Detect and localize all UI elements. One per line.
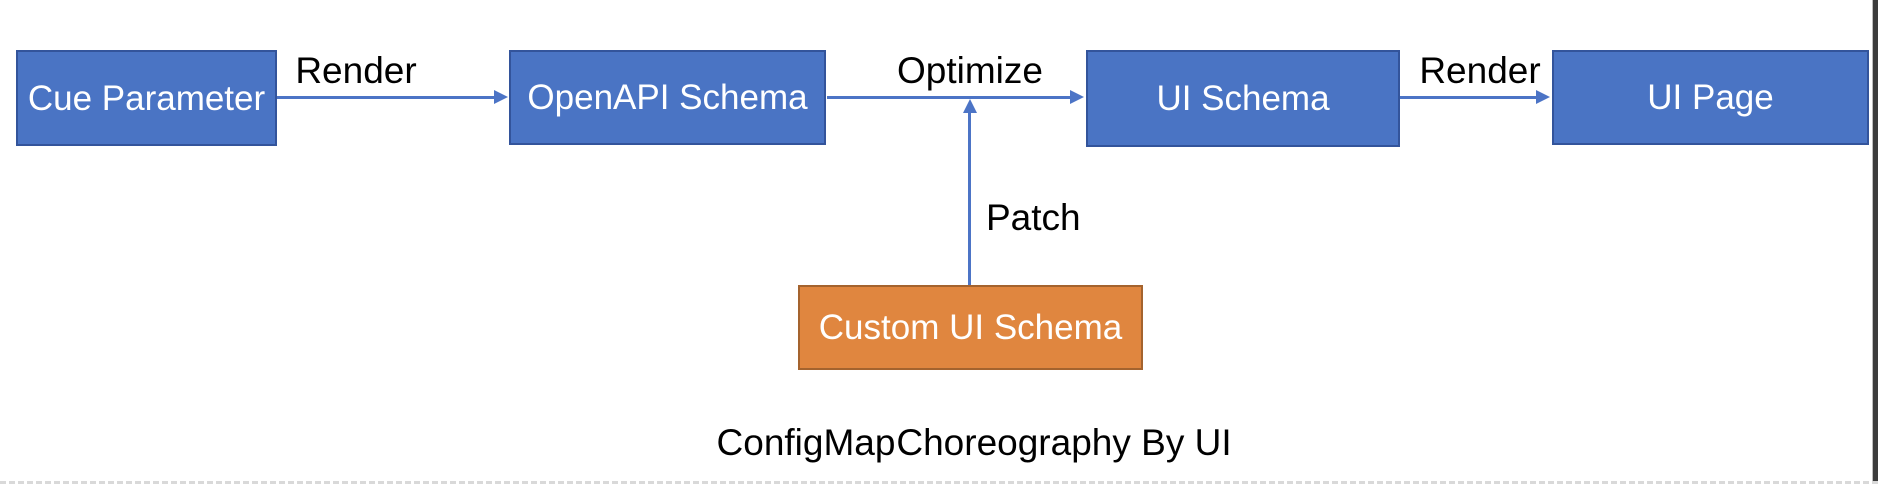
arrow-optimize-label: Optimize [897,50,1043,91]
arrow-render-1-arrowhead-icon [494,90,508,104]
arrow-optimize-arrowhead-icon [1070,90,1084,104]
node-ui-schema-label: UI Schema [1156,79,1330,118]
arrow-render-2-line [1400,96,1536,99]
slide-right-edge [1872,0,1878,484]
arrow-render-2-label: Render [1419,50,1541,91]
node-ui-schema: UI Schema [1086,50,1400,147]
arrow-render-2-arrowhead-icon [1536,90,1550,104]
node-cue-parameter: Cue Parameter [16,50,277,146]
arrow-render-1-line [277,96,494,99]
node-ui-page: UI Page [1552,50,1869,145]
node-cue-parameter-label: Cue Parameter [27,78,266,118]
node-custom-ui-schema-label: Custom UI Schema [818,308,1123,347]
arrow-patch-line [968,112,971,285]
node-custom-ui-schema: Custom UI Schema [798,285,1143,370]
node-openapi-schema: OpenAPI Schema [509,50,826,145]
arrow-optimize-line [827,96,1070,99]
arrow-patch-arrowhead-icon [963,99,977,113]
node-ui-page-label: UI Page [1647,78,1774,117]
caption-configmap: ConfigMap [716,422,896,463]
arrow-patch-label: Patch [986,197,1081,238]
caption-choreography-by-ui: Choreography By UI [896,422,1232,463]
arrow-render-1-label: Render [295,50,417,91]
slide-bottom-edge [0,481,1878,484]
node-openapi-schema-label: OpenAPI Schema [527,78,808,117]
